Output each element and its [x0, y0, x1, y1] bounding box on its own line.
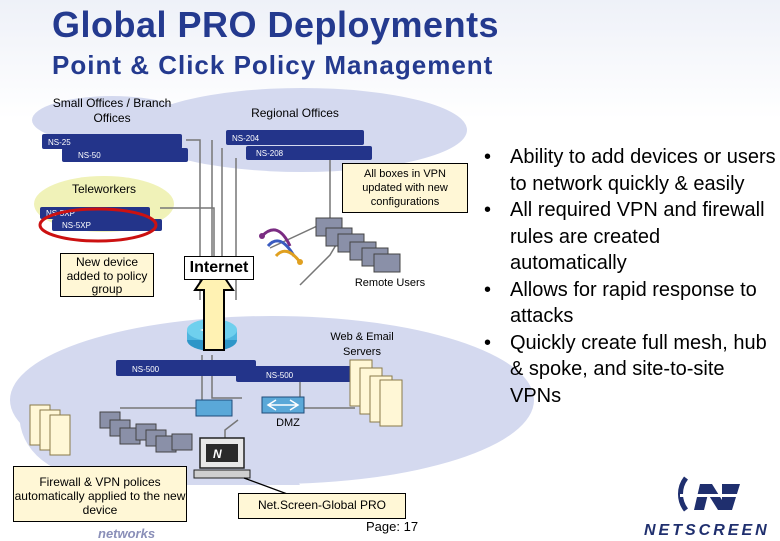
- lan-server-icon: [29, 404, 71, 456]
- ns25-device: NS-25: [42, 134, 182, 149]
- globe-icon: [259, 228, 303, 265]
- dmz-label: DMZ: [276, 417, 300, 429]
- new-device-highlight-ring: [38, 207, 158, 243]
- ns500-device-b: NS-500: [236, 366, 356, 382]
- benefits-list: Ability to add devices or users to netwo…: [478, 144, 776, 409]
- web-email-label: Web & Email Servers: [330, 331, 394, 358]
- ns50-label: NS-50: [78, 151, 101, 160]
- netscreen-brand: NETSCREEN: [644, 522, 770, 539]
- teleworkers-label: Teleworkers: [71, 182, 137, 196]
- networks-watermark: networks: [98, 526, 156, 541]
- netscreen-global-pro-label: Net.Screen-Global PRO: [238, 493, 406, 519]
- ns500-label-b: NS-500: [266, 371, 294, 380]
- remote-users-label: Remote Users: [354, 277, 426, 289]
- netscreen-logo-icon: [678, 476, 740, 512]
- firewall-vpn-callout: Firewall & VPN polices automatically app…: [13, 466, 187, 522]
- benefit-item: All required VPN and firewall rules are …: [478, 197, 776, 277]
- laptop-icon: [315, 217, 401, 273]
- ns500-label-a: NS-500: [132, 365, 160, 374]
- ns208-device: NS-208: [246, 146, 372, 160]
- page-title: Global PRO Deployments: [52, 4, 500, 45]
- new-device-label: New device added to policy group: [60, 253, 154, 297]
- small-offices-label: Small Offices / Branch Offices: [52, 96, 172, 125]
- page-subtitle: Point & Click Policy Management: [52, 50, 494, 80]
- benefit-item: Ability to add devices or users to netwo…: [478, 144, 776, 197]
- ns204-label: NS-204: [232, 134, 260, 143]
- ns500-device-a: NS-500: [116, 360, 256, 376]
- ns50-device: NS-50: [62, 148, 188, 162]
- ns5xp-label-b: NS-5XP: [62, 221, 91, 230]
- workstation-icons: [99, 411, 193, 453]
- ns5xp-device-b: NS-5XP: [52, 219, 162, 231]
- switch-icon: [261, 396, 305, 414]
- switch-icon-left: [195, 399, 233, 417]
- benefit-item: Quickly create full mesh, hub & spoke, a…: [478, 330, 776, 410]
- ns208-label: NS-208: [256, 149, 284, 158]
- regional-offices-label: Regional Offices: [251, 106, 339, 120]
- svg-text:N: N: [213, 447, 222, 461]
- all-boxes-label: All boxes in VPN updated with new config…: [342, 163, 468, 213]
- ns204-device: NS-204: [226, 130, 364, 145]
- page-number: Page: 17: [366, 519, 419, 534]
- benefit-item: Allows for rapid response to attacks: [478, 277, 776, 330]
- ns25-label: NS-25: [48, 138, 71, 147]
- server-stack-icon: [349, 359, 403, 427]
- global-pro-station-icon: N: [193, 437, 291, 496]
- internet-label: Internet: [184, 256, 254, 280]
